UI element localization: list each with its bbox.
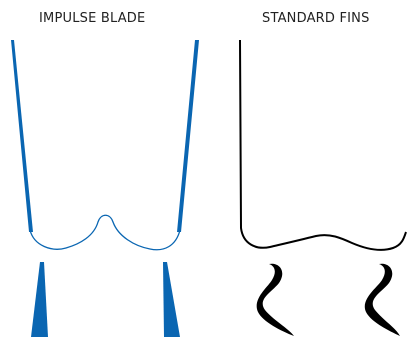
standard-foot-pocket-outline bbox=[239, 39, 407, 251]
impulse-blade-label: IMPULSE BLADE bbox=[39, 11, 146, 26]
impulse-foot-pocket-curve bbox=[29, 214, 181, 251]
impulse-left-rail bbox=[11, 40, 33, 232]
impulse-left-blade bbox=[31, 262, 48, 337]
impulse-right-rail bbox=[177, 40, 199, 232]
standard-right-fin bbox=[364, 263, 400, 336]
impulse-right-blade bbox=[163, 262, 180, 337]
standard-fins-label: STANDARD FINS bbox=[262, 11, 370, 26]
standard-left-fin bbox=[256, 263, 294, 336]
standard-fins-group bbox=[239, 39, 407, 336]
impulse-blade-group bbox=[11, 40, 199, 337]
